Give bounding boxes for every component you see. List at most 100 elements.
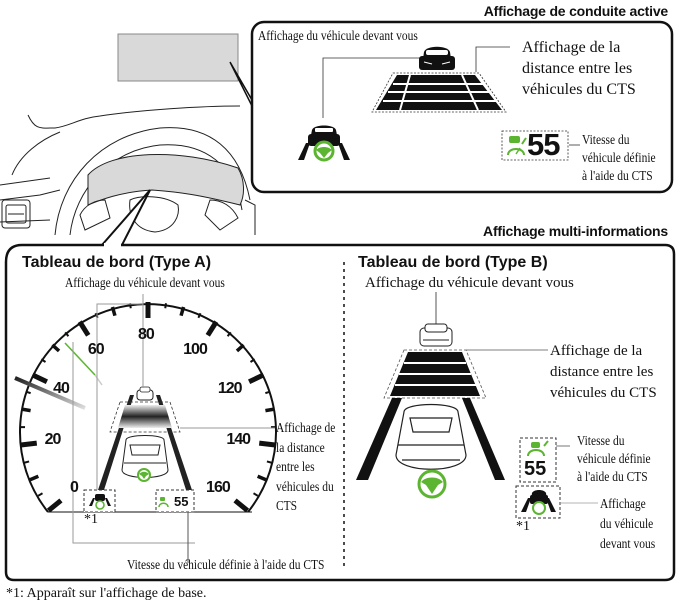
type-a-footnote-marker: *1 <box>84 512 98 527</box>
type-b-set-speed-value: 55 <box>524 458 547 480</box>
car-ahead-icon-type-a <box>136 386 154 401</box>
type-a-leaders <box>72 294 275 560</box>
label-line: la distance <box>276 440 325 456</box>
dial-label: 40 <box>53 379 70 397</box>
dial-major-tick <box>77 320 91 337</box>
label-line: Affichage de la <box>550 343 643 359</box>
active-label-distance: Affichage de la distance entre les véhic… <box>522 37 636 100</box>
dial-major-tick <box>258 440 276 448</box>
type-b-label-distance: Affichage de la distance entre les véhic… <box>550 341 657 404</box>
cluster-callout-pointer <box>99 189 151 246</box>
label-line: Affichage de la <box>522 39 621 56</box>
dial-minor-tick <box>51 343 61 353</box>
steering-wheel-icon-type-a <box>137 468 151 482</box>
cts-speed-icon <box>507 136 527 156</box>
label-line: véhicules du <box>276 479 334 495</box>
set-speed-box-type-a <box>155 489 195 513</box>
dial-minor-tick <box>110 306 117 317</box>
label-line: devant vous <box>600 537 656 552</box>
vehicle-ahead-indicator <box>298 125 350 162</box>
multi-info-frame <box>4 243 676 582</box>
dial-minor-tick <box>256 474 267 482</box>
dial-major-tick <box>31 372 48 385</box>
car-ahead-icon <box>419 46 455 70</box>
own-car-icon-type-b <box>395 403 467 470</box>
type-b-title: Tableau de bord (Type B) <box>358 254 548 271</box>
label-line: entre les <box>276 460 315 475</box>
dial-minor-tick <box>226 331 232 337</box>
type-a-label-distance: Affichage de la distance entre les véhic… <box>276 419 335 517</box>
dial-minor-tick <box>37 492 44 497</box>
dial-minor-tick <box>249 358 256 363</box>
label-line: Affichage <box>600 497 646 512</box>
dial-label: 80 <box>138 326 155 343</box>
dial-minor-tick <box>235 343 245 353</box>
steering-wheel-icon <box>313 140 335 162</box>
label-line: véhicules du CTS <box>550 385 657 401</box>
dial-minor-tick <box>252 492 259 497</box>
dial-label: 0 <box>69 479 79 497</box>
type-b-label-set-speed: Vitesse du véhicule définie à l'aide du … <box>577 433 651 487</box>
dial-major-tick <box>233 498 250 513</box>
leader-distance <box>475 46 510 72</box>
set-speed-box-type-b <box>519 437 557 483</box>
label-line: Vitesse du <box>577 434 625 449</box>
label-line: véhicule définie <box>577 452 651 467</box>
footnote: *1: Apparaît sur l'affichage de base. <box>6 586 207 601</box>
dial-minor-tick <box>21 407 31 413</box>
dial-minor-tick <box>29 474 40 482</box>
steering-wheel-icon-type-b <box>417 469 447 499</box>
dial-minor-tick <box>23 460 30 464</box>
dial-minor-tick <box>179 306 186 317</box>
label-line: Vitesse du <box>582 133 630 148</box>
label-line: CTS <box>276 499 298 514</box>
dial-major-tick <box>205 320 219 337</box>
type-a-title: Tableau de bord (Type A) <box>22 254 212 271</box>
set-speed-box <box>501 130 569 161</box>
dial-minor-tick <box>265 390 271 395</box>
dial-label: 100 <box>183 340 208 358</box>
label-line: véhicule définie <box>582 151 656 166</box>
label-line: distance entre les <box>550 364 654 380</box>
dial-major-tick <box>46 498 63 513</box>
label-line: distance entre les <box>522 60 633 77</box>
active-label-vehicle-ahead: Affichage du véhicule devant vous <box>258 29 418 44</box>
cts-speed-icon-type-b <box>527 440 549 457</box>
hud-callout-pointer <box>229 61 253 107</box>
type-b-illustration <box>356 292 598 519</box>
type-b-label-vehicle-ahead: Affichage du véhicule devant vous <box>365 275 574 291</box>
label-line: Affichage de <box>276 421 336 436</box>
dial-minor-tick <box>197 312 202 319</box>
dial-label: 20 <box>44 431 62 449</box>
dial-minor-tick <box>64 331 70 337</box>
label-line: à l'aide du CTS <box>577 470 648 485</box>
dial-label: 160 <box>206 479 231 497</box>
active-set-speed-value: 55 <box>527 127 560 162</box>
dial-minor-tick <box>40 358 47 363</box>
cts-speed-icon-type-a <box>158 497 169 508</box>
type-a-label-vehicle-ahead: Affichage du véhicule devant vous <box>65 276 225 291</box>
active-label-set-speed: Vitesse du véhicule définie à l'aide du … <box>582 132 656 186</box>
leader-vehicle-ahead <box>322 57 420 118</box>
dashboard-lineart <box>0 105 256 236</box>
dial-major-tick <box>248 372 265 385</box>
label-line: du véhicule <box>600 517 654 532</box>
dial-label: 120 <box>217 379 243 397</box>
type-b-footnote-marker: *1 <box>516 519 530 534</box>
own-car-icon-type-a <box>121 435 169 478</box>
label-line: à l'aide du CTS <box>582 169 653 184</box>
speedometer <box>14 302 277 513</box>
type-b-label-vehicle-ahead-small: Affichage du véhicule devant vous <box>600 495 655 555</box>
dial-label: 60 <box>87 340 105 358</box>
multi-info-title: Affichage multi-informations <box>483 223 668 239</box>
hud-screen <box>117 33 239 82</box>
car-ahead-icon-type-b <box>419 323 453 347</box>
set-speed-marker <box>64 342 96 376</box>
dial-minor-tick <box>266 460 273 464</box>
type-a-set-speed-value: 55 <box>174 494 189 509</box>
dial-major-tick <box>20 440 38 448</box>
dial-label: 140 <box>226 431 251 449</box>
dial-minor-tick <box>25 390 31 395</box>
dial-minor-tick <box>265 407 275 413</box>
